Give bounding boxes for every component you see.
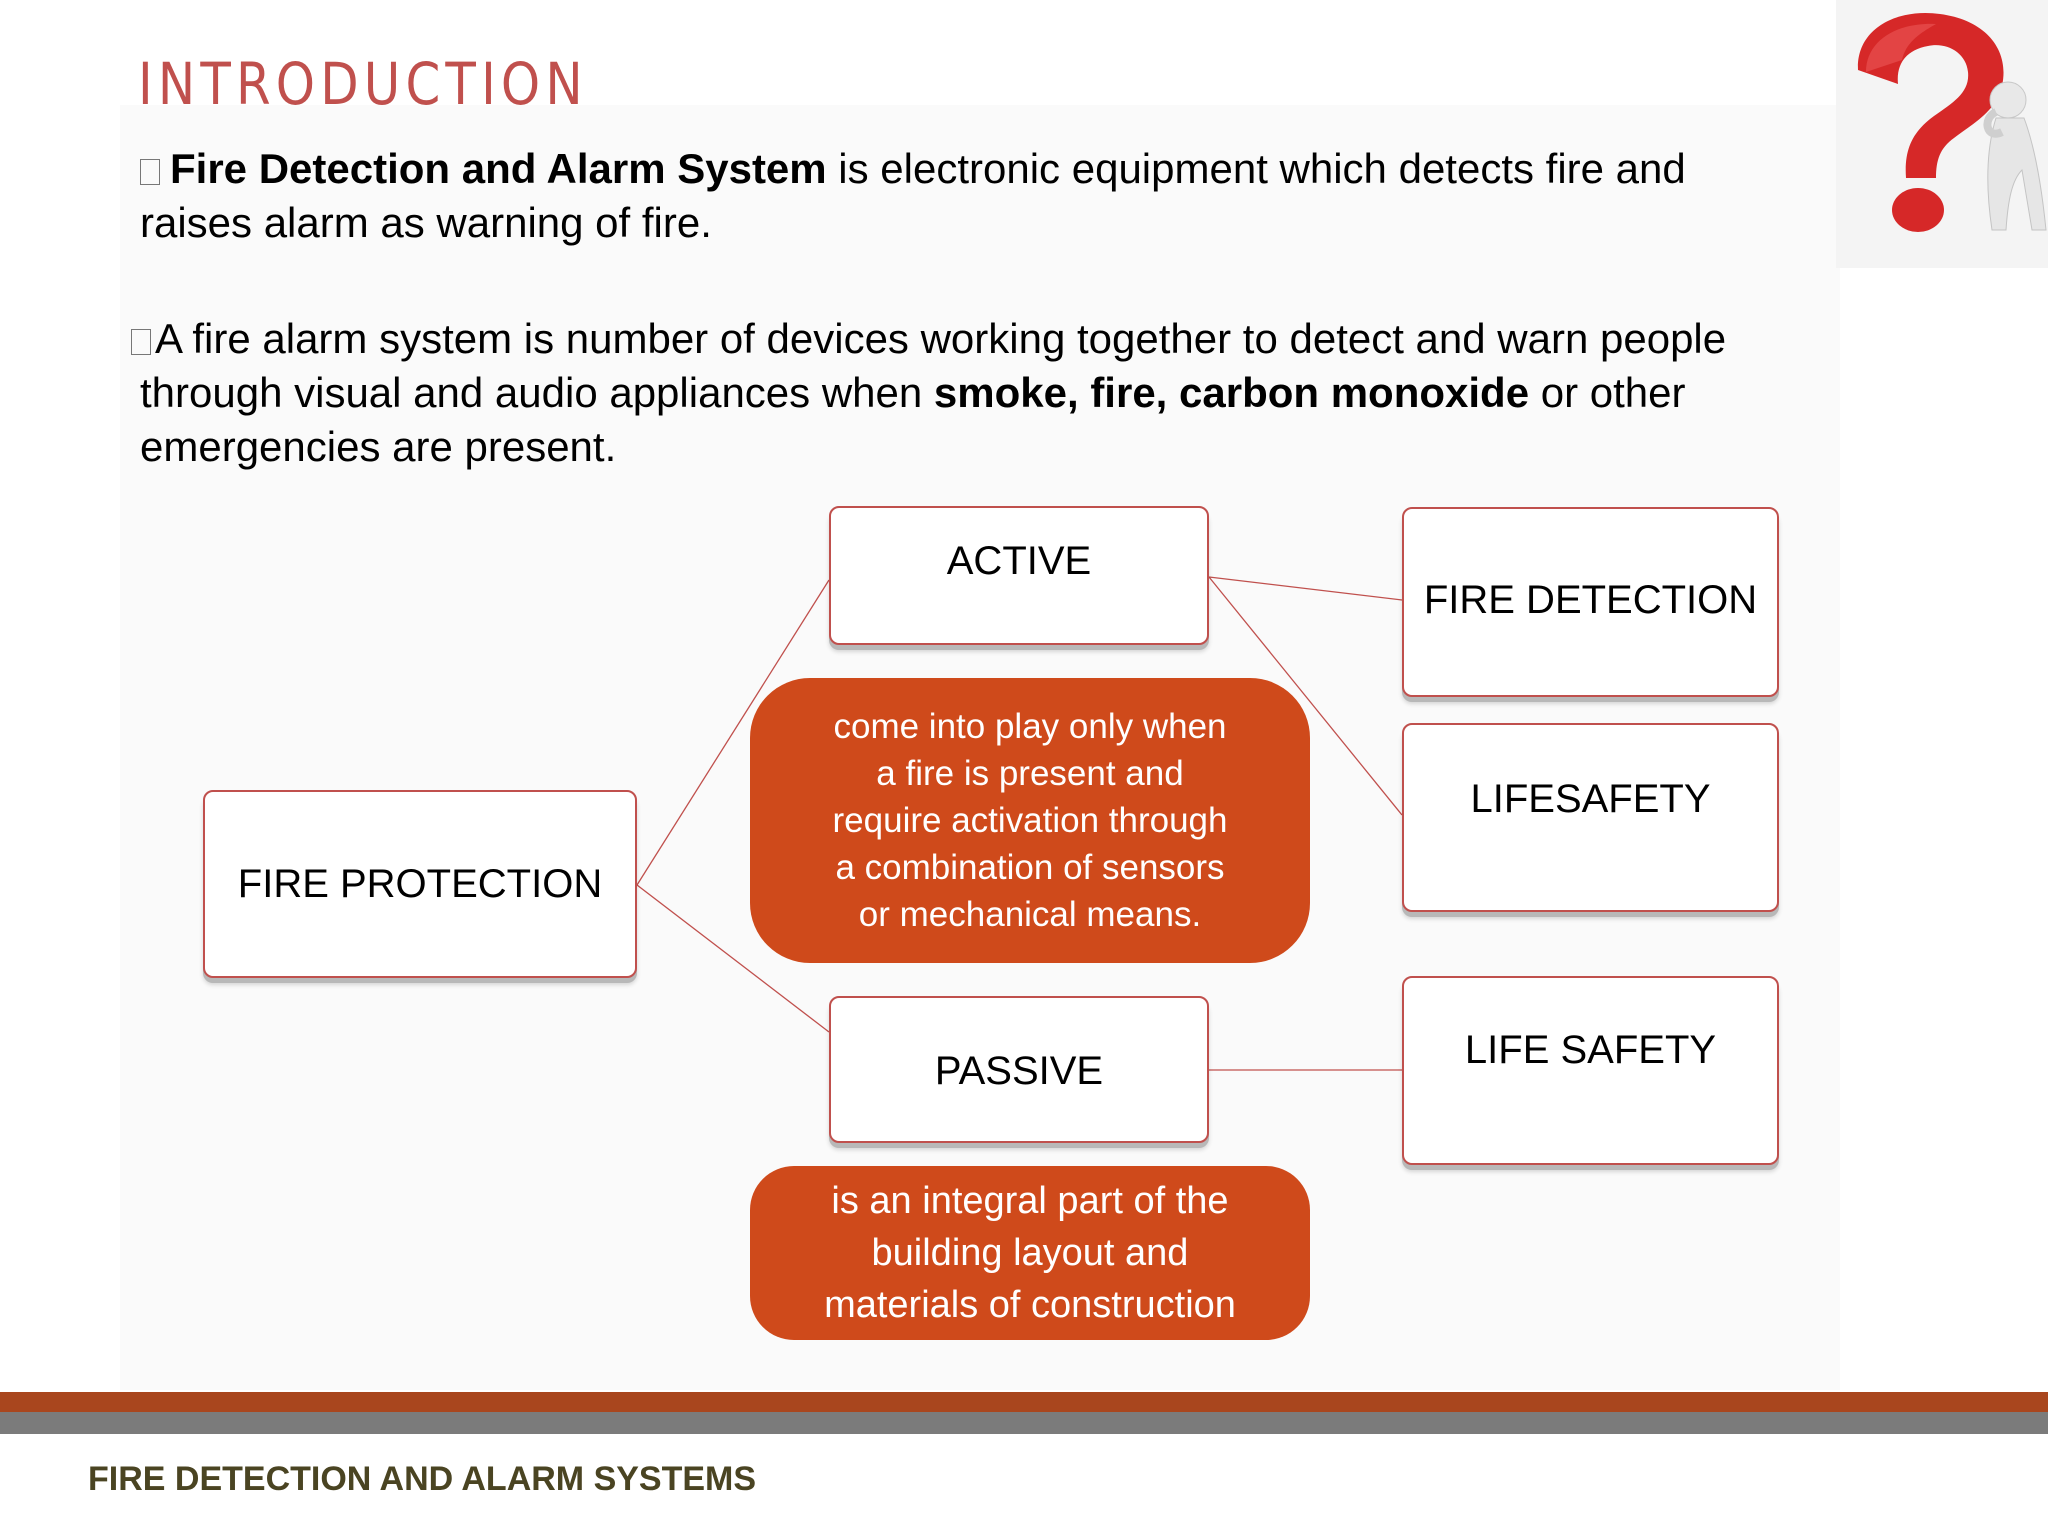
question-mark-figure-icon — [1836, 0, 2048, 268]
note-active-line: or mechanical means. — [858, 895, 1202, 934]
node-passive: PASSIVE — [829, 996, 1209, 1143]
paragraph-definition: Fire Detection and Alarm System is elect… — [138, 142, 1858, 250]
note-active-description: come into play only when a fire is prese… — [750, 678, 1310, 963]
footer-accent-bar — [0, 1392, 2048, 1412]
system-text-line2-start: through visual and audio appliances when — [140, 369, 934, 416]
definition-text-line2: raises alarm as warning of fire. — [140, 199, 712, 246]
paragraph-system: A fire alarm system is number of devices… — [131, 312, 1858, 474]
definition-text: is electronic equipment which detects fi… — [826, 145, 1686, 192]
slide-title: INTRODUCTION — [138, 50, 588, 118]
node-life-safety-passive: LIFE SAFETY — [1402, 976, 1779, 1165]
note-active-line: a combination of sensors — [835, 848, 1225, 887]
note-active-line: come into play only when — [833, 707, 1227, 746]
system-text-line1: A fire alarm system is number of devices… — [155, 315, 1727, 362]
note-active-line: require activation through — [832, 801, 1228, 840]
system-text-hazards: smoke, fire, carbon monoxide — [933, 369, 1530, 416]
note-passive-description: is an integral part of the building layo… — [750, 1166, 1310, 1340]
definition-bold-term: Fire Detection and Alarm System — [170, 145, 827, 192]
bullet-icon — [140, 159, 160, 185]
node-active: ACTIVE — [829, 506, 1209, 645]
note-active-line: a fire is present and — [876, 754, 1184, 793]
note-passive-line: materials of construction — [824, 1284, 1236, 1326]
node-fire-detection: FIRE DETECTION — [1402, 507, 1779, 697]
node-life-safety-active: LIFESAFETY — [1402, 723, 1779, 912]
system-text-line2-end: or other — [1529, 369, 1686, 416]
footer-title: FIRE DETECTION AND ALARM SYSTEMS — [88, 1460, 757, 1498]
node-fire-protection: FIRE PROTECTION — [203, 790, 637, 978]
note-passive-line: is an integral part of the — [831, 1180, 1229, 1222]
system-text-line3: emergencies are present. — [140, 423, 617, 470]
footer-gray-bar — [0, 1412, 2048, 1434]
note-passive-line: building layout and — [871, 1232, 1189, 1274]
bullet-icon — [131, 329, 151, 355]
